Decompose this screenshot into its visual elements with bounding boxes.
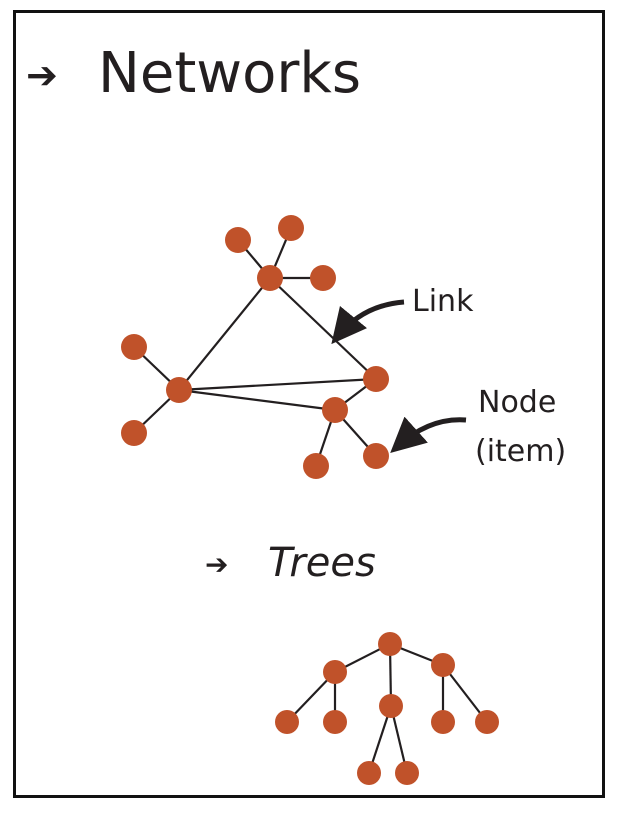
network-node (310, 265, 336, 291)
node-callout-arrow-icon (390, 416, 467, 454)
tree-node (431, 710, 455, 734)
network-link (178, 377, 377, 392)
node-label-line1: Node (478, 385, 556, 420)
tree-node (323, 710, 347, 734)
network-node (278, 215, 304, 241)
tree-node (395, 761, 419, 785)
tree-node (275, 710, 299, 734)
link-label: Link (412, 284, 474, 319)
network-node (257, 265, 283, 291)
network-node (363, 443, 389, 469)
network-nodes (121, 215, 389, 479)
tree-node (379, 694, 403, 718)
network-node (121, 420, 147, 446)
network-node (322, 397, 348, 423)
network-link (178, 277, 271, 391)
tree-node (357, 761, 381, 785)
network-node (303, 453, 329, 479)
tree-node (431, 653, 455, 677)
network-edges (133, 227, 377, 467)
node-label-line2: (item) (475, 434, 566, 469)
network-node (225, 227, 251, 253)
diagram-frame (13, 10, 605, 798)
tree-nodes (275, 632, 499, 785)
tree-link (442, 664, 488, 723)
tree-node (475, 710, 499, 734)
networks-arrow-icon: ➔ (26, 53, 58, 97)
trees-heading: Trees (268, 540, 376, 586)
network-node (121, 334, 147, 360)
network-link (178, 388, 336, 412)
network-node (166, 377, 192, 403)
network-link (269, 277, 377, 380)
tree-node (378, 632, 402, 656)
networks-heading: Networks (98, 41, 361, 106)
trees-arrow-icon: ➔ (205, 548, 228, 581)
network-node (363, 366, 389, 392)
tree-node (323, 660, 347, 684)
link-callout-arrow-icon (331, 299, 405, 345)
